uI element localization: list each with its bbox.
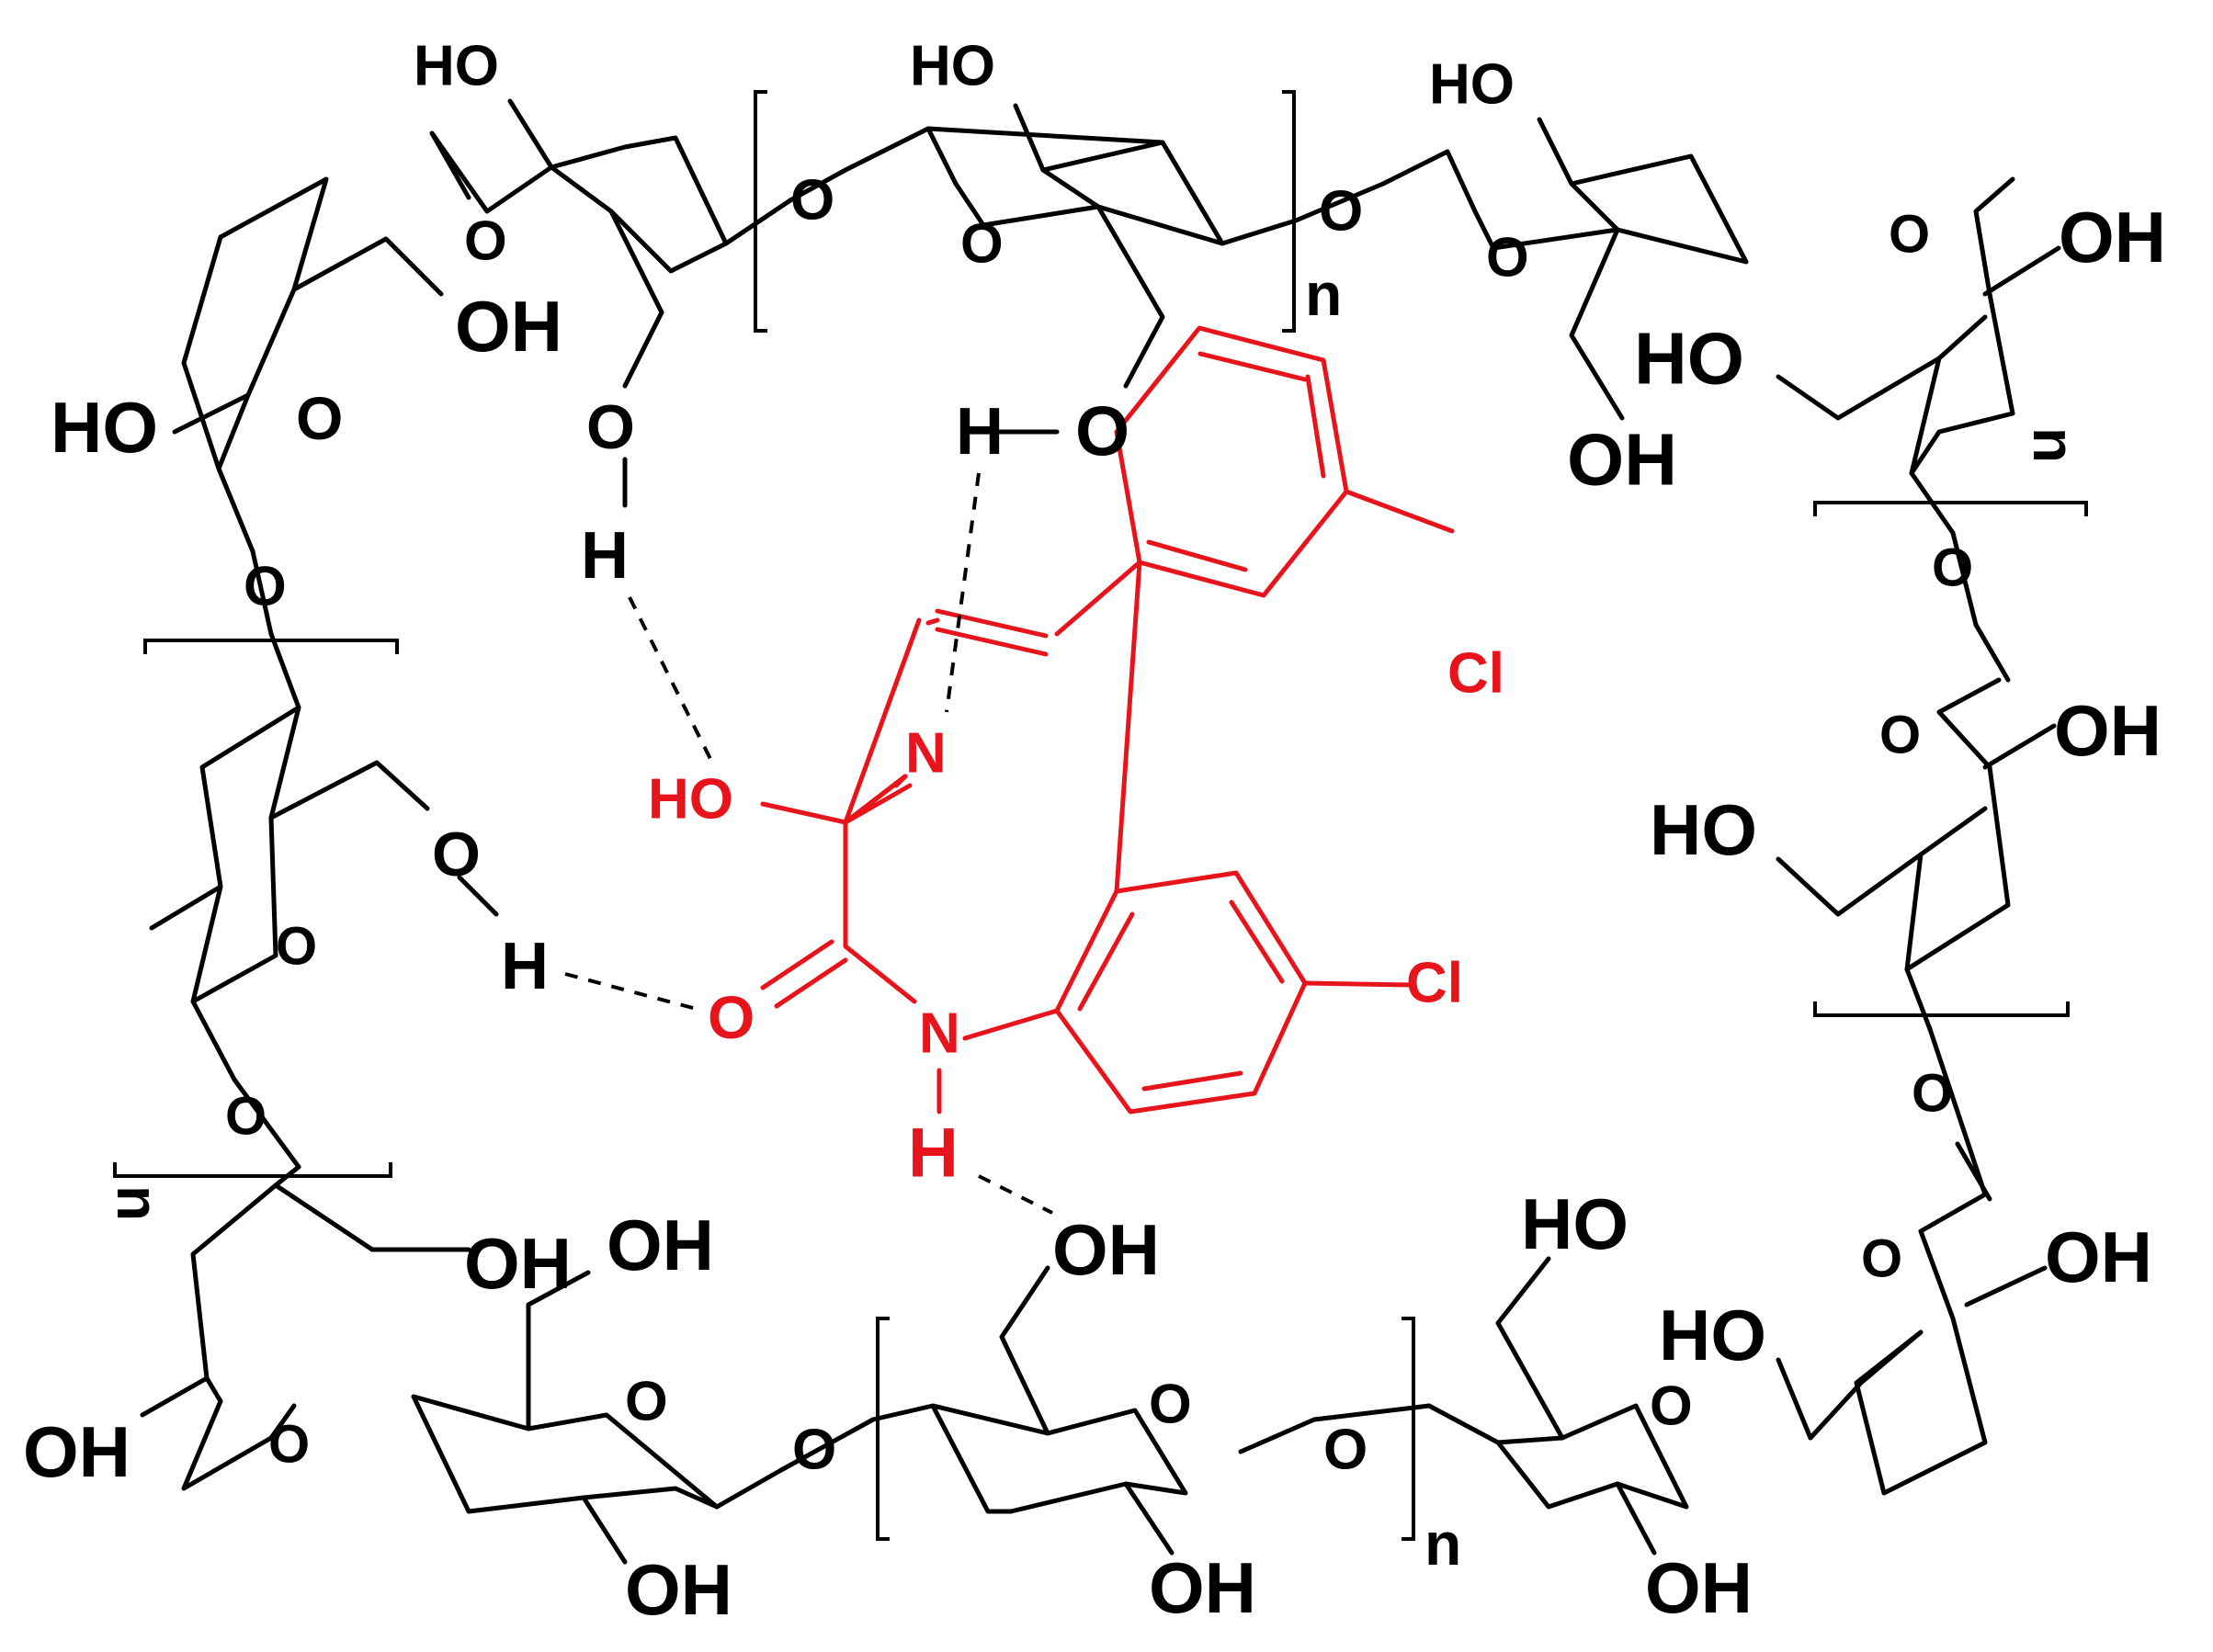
repeat-n-top: n: [1305, 260, 1342, 328]
ring1-ho-label: HO: [51, 387, 158, 468]
cyclodextrin-host: [140, 98, 2061, 1565]
host-atom-labels: HO O OH O HO O O HO O n O HO O OH O OH H…: [23, 35, 2166, 1631]
ring11-oh-top-label: OH: [464, 1223, 572, 1304]
ring3-ho-label: HO: [910, 35, 995, 98]
guest-cl-fused-label: Cl: [1406, 952, 1463, 1015]
bracket-left-top: [143, 639, 399, 654]
hydrogen-bonds: [564, 472, 1053, 1215]
hbond-oh-bottom: OH: [1052, 1209, 1160, 1290]
ring5-ho-label: HO: [1634, 318, 1744, 400]
fused-benzene-ring: [1054, 870, 1308, 1115]
ring4-oh-label: OH: [1567, 419, 1677, 501]
ring2-ho-label: HO: [414, 35, 499, 98]
ring4-o-label: O: [1486, 227, 1529, 289]
glucose-unit-11: [140, 1164, 471, 1491]
repeat-n-right: n: [2021, 427, 2087, 463]
bracket-right-bottom: [1813, 1001, 2070, 1017]
bracket-top-left: [754, 90, 767, 333]
guest-n-imine-label: N: [905, 722, 947, 786]
ring1-oh-label: OH: [455, 286, 562, 367]
linker-o2-label: O: [790, 169, 834, 232]
ring11-o-label: O: [268, 1415, 310, 1475]
guest-h-amide-label: H: [908, 1115, 959, 1193]
hbond-top-left: [628, 596, 714, 764]
bracket-top-right: [1282, 90, 1296, 333]
ring10-oh-bottom-label: OH: [625, 1549, 732, 1630]
glucose-unit-9: [870, 1265, 1317, 1556]
linker-o8-label: O: [792, 1419, 836, 1482]
linker-o6-label: O: [225, 1087, 267, 1147]
glucose-unit-4: [1380, 117, 1749, 421]
glucose-unit-12: [149, 631, 430, 1082]
hbond-h-top-left: H: [581, 519, 629, 593]
glucose-unit-7: [1776, 1141, 2048, 1496]
ring10-oh-top-label: OH: [607, 1205, 714, 1285]
guest-ho-label: HO: [648, 768, 733, 832]
repeat-brackets: [113, 90, 2088, 1541]
ring7-oh-label: OH: [2045, 1216, 2152, 1297]
glucose-unit-1: [172, 176, 444, 554]
ring8-oh-label: OH: [1645, 1547, 1753, 1628]
ring6-oh-label: OH: [2054, 690, 2162, 771]
ring8-ho-label: HO: [1521, 1183, 1629, 1264]
guest-atom-labels: HO N N O H Cl Cl: [648, 642, 1504, 1193]
ring1-o-label: O: [296, 384, 343, 452]
bracket-bottom-right: [1402, 1317, 1415, 1541]
hbond-o-top-right: O: [1075, 393, 1129, 471]
guest-o-carbonyl-label: O: [708, 983, 755, 1051]
hbond-top-right: [945, 472, 981, 713]
guest-molecule: [760, 325, 1455, 1115]
repeat-n-left: n: [105, 1185, 171, 1221]
bracket-right-top: [1813, 501, 2088, 516]
ring3-o-label: O: [960, 213, 1004, 275]
ring5-oh-label: OH: [2059, 197, 2166, 277]
ring6-ho-label: HO: [1650, 789, 1757, 870]
guest-n-amide-label: N: [919, 1002, 960, 1066]
guest-cl-phenyl-label: Cl: [1447, 642, 1504, 706]
bracket-left-bottom: [113, 1162, 392, 1178]
ring4-ho-label: HO: [1429, 53, 1515, 117]
hbond-bottom: [978, 1174, 1053, 1215]
ring9-o-label: O: [1149, 1374, 1192, 1435]
hbond-o-top-left: O: [586, 392, 635, 462]
ring2-o-label: O: [464, 210, 507, 272]
glucose-unit-2: [429, 98, 793, 389]
linker-o5-label: O: [1912, 1064, 1953, 1124]
ring5-o-label: O: [1889, 205, 1930, 265]
hbond-o-left: O: [432, 820, 481, 889]
glucose-unit-6: [1776, 622, 2057, 1032]
ring10-o-label: O: [625, 1371, 668, 1432]
linker-o1-label: O: [244, 556, 287, 617]
bracket-bottom-left: [876, 1317, 890, 1541]
linker-o3-label: O: [1319, 180, 1363, 243]
fused-cl-bond: [1302, 980, 1413, 988]
repeat-n-bottom: n: [1424, 1510, 1461, 1578]
glucose-unit-8: [1426, 1256, 1689, 1556]
hbond-h-top-right: H: [956, 395, 1004, 469]
ring11-ho-label: OH: [23, 1411, 131, 1492]
glucose-unit-3: [843, 103, 1299, 389]
phenyl-cl-bond: [1344, 489, 1455, 534]
linker-o7-label: O: [1323, 1419, 1368, 1482]
ring9-oh-label: OH: [1149, 1547, 1256, 1628]
ring8-o-label: O: [1650, 1375, 1693, 1437]
linker-o4-label: O: [1932, 538, 1973, 598]
ring12-o-label: O: [276, 917, 317, 977]
glucose-unit-10: [411, 1270, 784, 1565]
ring7-o-label: O: [1861, 1229, 1902, 1289]
hbond-left: [564, 972, 704, 1013]
ring6-o-label: O: [1879, 706, 1921, 765]
glycosidic-linkers: [232, 167, 1988, 1473]
phenyl-ring: [1114, 325, 1349, 598]
host-oh-left-bond: [457, 875, 499, 917]
hbond-h-left: H: [501, 930, 549, 1003]
ring7-ho-label: HO: [1659, 1295, 1766, 1375]
